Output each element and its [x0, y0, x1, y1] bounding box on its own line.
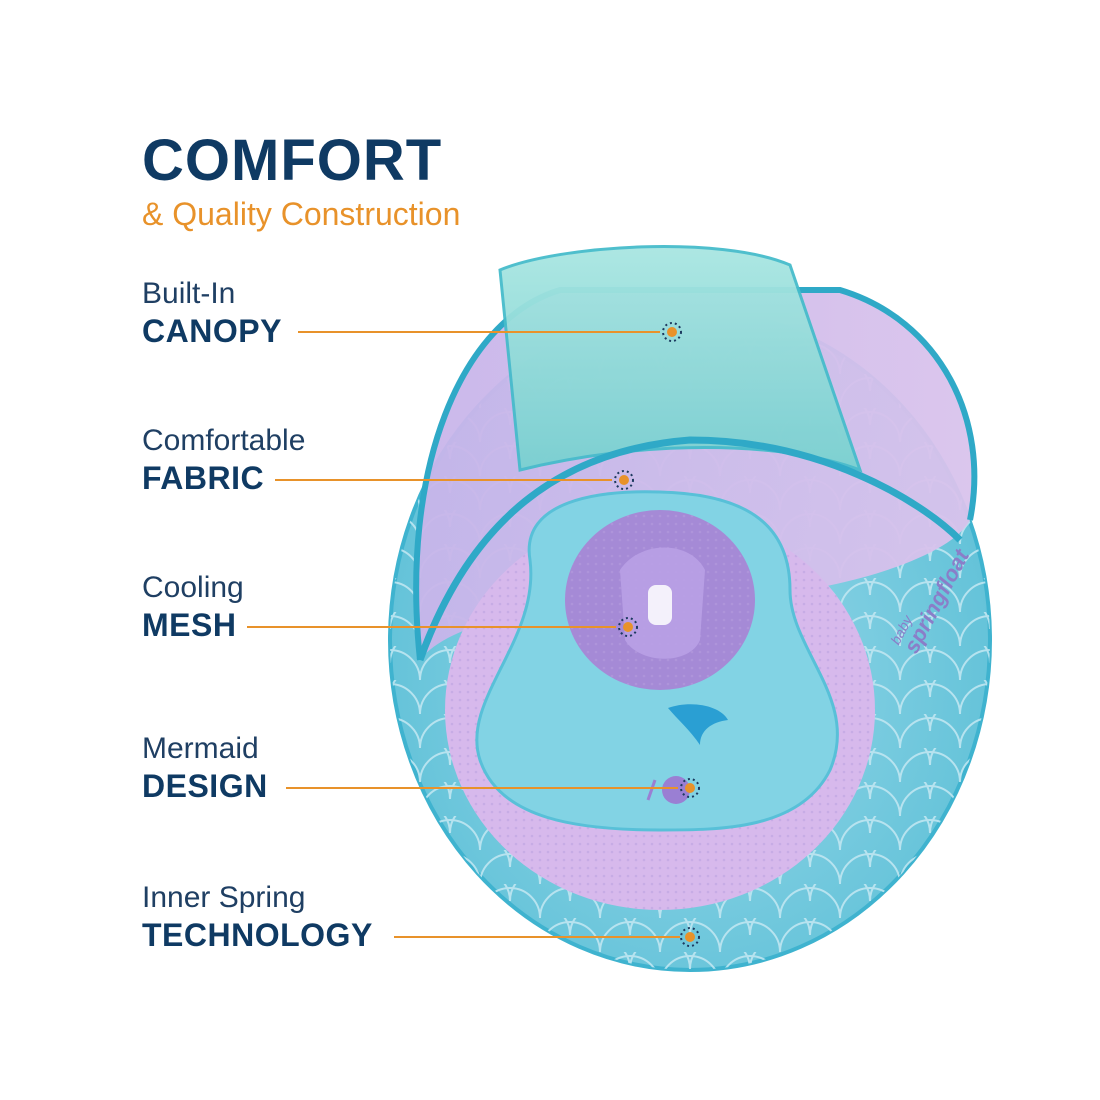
feature-technology-bold: TECHNOLOGY [142, 917, 373, 953]
feature-design-bold: DESIGN [142, 768, 268, 804]
page-subtitle: & Quality Construction [142, 196, 461, 232]
feature-design-light: Mermaid [142, 732, 259, 765]
mermaid-tail [668, 704, 728, 745]
feature-canopy-light: Built-In [142, 277, 236, 310]
callout-lines [247, 331, 680, 938]
callout-dots [614, 322, 700, 947]
feature-canopy: Built-In CANOPY [142, 276, 282, 350]
feature-fabric: Comfortable FABRIC [142, 423, 305, 497]
page-title: COMFORT [142, 128, 443, 193]
canopy-top-panel [498, 245, 863, 473]
feature-canopy-bold: CANOPY [142, 313, 282, 349]
feature-mesh-light: Cooling [142, 571, 244, 604]
feature-fabric-light: Comfortable [142, 424, 306, 457]
feature-fabric-bold: FABRIC [142, 460, 265, 496]
feature-mesh: Cooling MESH [142, 570, 244, 644]
feature-technology-light: Inner Spring [142, 881, 306, 914]
feature-design: Mermaid DESIGN [142, 731, 268, 805]
feature-mesh-bold: MESH [142, 607, 237, 643]
feature-technology: Inner Spring TECHNOLOGY [142, 880, 373, 954]
